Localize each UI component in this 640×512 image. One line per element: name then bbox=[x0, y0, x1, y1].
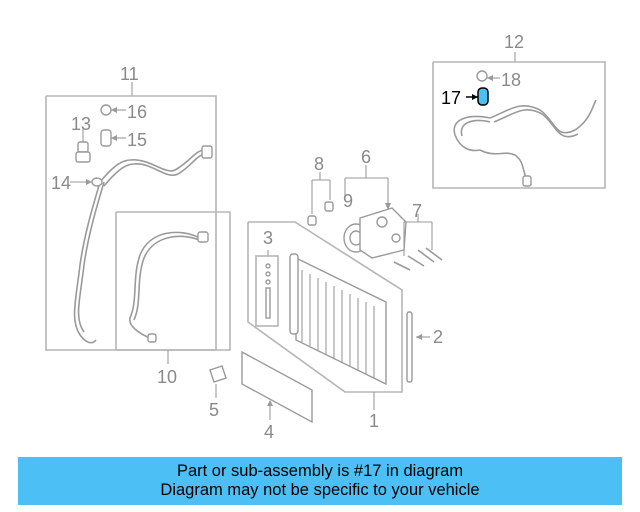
callout-14: 14 bbox=[51, 173, 71, 193]
callout-10: 10 bbox=[157, 367, 177, 387]
condenser-group bbox=[247, 221, 403, 410]
callout-18: 18 bbox=[501, 70, 521, 90]
part-5 bbox=[209, 365, 227, 398]
group-12 bbox=[432, 52, 606, 189]
part-2 bbox=[406, 311, 430, 383]
callout-6: 6 bbox=[361, 147, 371, 167]
part-4 bbox=[241, 350, 313, 424]
callout-4: 4 bbox=[264, 422, 274, 442]
callout-9: 9 bbox=[343, 191, 353, 211]
banner-line-2: Diagram may not be specific to your vehi… bbox=[160, 481, 480, 499]
callout-12: 12 bbox=[504, 32, 524, 52]
callout-5: 5 bbox=[209, 400, 219, 420]
callout-2: 2 bbox=[433, 327, 443, 347]
compressor-group bbox=[307, 165, 443, 271]
parts-diagram: 11 16 13 15 14 10 12 18 17 6 8 9 7 3 2 1… bbox=[45, 32, 606, 442]
callout-13: 13 bbox=[71, 114, 91, 134]
callout-1: 1 bbox=[369, 411, 379, 431]
callout-8: 8 bbox=[314, 154, 324, 174]
callout-11: 11 bbox=[120, 64, 139, 84]
callout-3: 3 bbox=[263, 228, 273, 248]
banner-line-1: Part or sub-assembly is #17 in diagram bbox=[176, 462, 464, 480]
part-17-highlight bbox=[477, 87, 489, 106]
info-banner: Part or sub-assembly is #17 in diagram D… bbox=[18, 457, 622, 505]
callout-7: 7 bbox=[412, 201, 422, 221]
callout-16: 16 bbox=[127, 102, 147, 122]
group-10 bbox=[115, 211, 231, 364]
callout-15: 15 bbox=[127, 130, 147, 150]
callout-17: 17 bbox=[441, 88, 461, 108]
group-11 bbox=[45, 82, 217, 351]
